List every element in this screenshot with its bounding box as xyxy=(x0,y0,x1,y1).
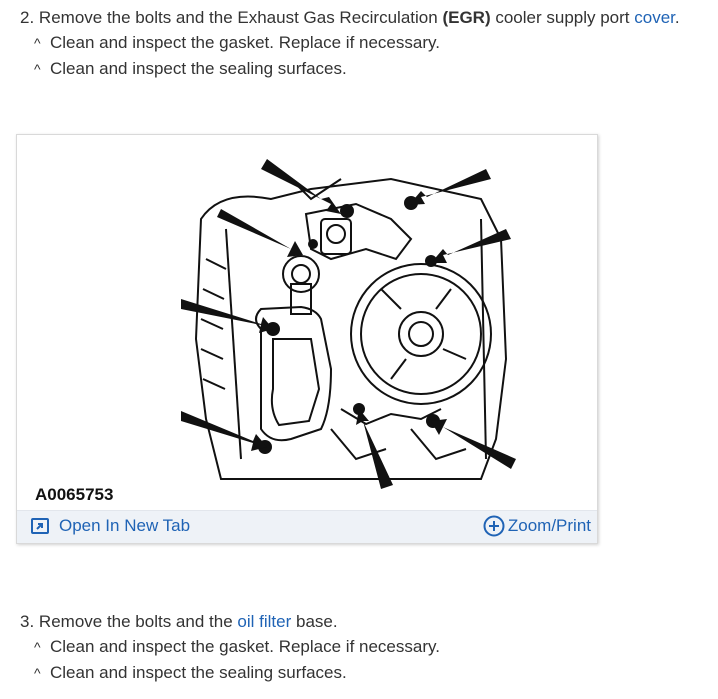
bullet-item: ^ Clean and inspect the gasket. Replace … xyxy=(34,634,440,660)
step-3-text-b: base. xyxy=(295,612,338,631)
figure-toolbar: Open In New Tab Zoom/Print xyxy=(17,510,597,543)
bullet-text: Clean and inspect the gasket. Replace if… xyxy=(50,637,440,656)
step-2-text-b: cooler supply port xyxy=(495,8,630,27)
oil-filter-link[interactable]: oil filter xyxy=(237,612,292,631)
open-in-new-tab-link[interactable]: Open In New Tab xyxy=(31,516,190,536)
figure-id: A0065753 xyxy=(35,485,114,504)
caret-icon: ^ xyxy=(34,665,41,681)
zoom-print-link[interactable]: Zoom/Print xyxy=(483,515,591,537)
caret-icon: ^ xyxy=(34,639,41,655)
step-3-title: 3. Remove the bolts and the oil filter b… xyxy=(20,610,440,634)
step-3-number: 3. xyxy=(20,612,35,631)
bullet-item: ^ Clean and inspect the sealing surfaces… xyxy=(34,56,680,82)
open-in-new-tab-label: Open In New Tab xyxy=(59,516,191,535)
bullet-text: Clean and inspect the gasket. Replace if… xyxy=(50,33,440,52)
cover-link[interactable]: cover xyxy=(634,8,675,27)
step-2-text: Remove the bolts and the Exhaust Gas Rec… xyxy=(38,8,438,27)
step-2-period: . xyxy=(674,8,680,27)
step-3: 3. Remove the bolts and the oil filter b… xyxy=(20,610,440,686)
plus-circle-icon xyxy=(483,515,505,537)
step-2-title: 2. Remove the bolts and the Exhaust Gas … xyxy=(20,6,680,30)
step-2-number: 2. xyxy=(20,8,35,27)
step-2: 2. Remove the bolts and the Exhaust Gas … xyxy=(20,6,680,82)
egr-cooler-diagram xyxy=(181,159,521,499)
bullet-item: ^ Clean and inspect the gasket. Replace … xyxy=(34,30,680,56)
caret-icon: ^ xyxy=(34,61,41,77)
bullet-text: Clean and inspect the sealing surfaces. xyxy=(50,663,347,682)
bullet-item: ^ Clean and inspect the sealing surfaces… xyxy=(34,660,440,686)
egr-abbreviation: (EGR) xyxy=(442,8,491,27)
step-3-text: Remove the bolts and the xyxy=(38,612,233,631)
figure-panel: A0065753 Open In New Tab Zoom/Print xyxy=(16,134,598,544)
bullet-text: Clean and inspect the sealing surfaces. xyxy=(50,59,347,78)
open-new-tab-icon xyxy=(31,518,49,534)
zoom-print-label: Zoom/Print xyxy=(507,516,591,535)
caret-icon: ^ xyxy=(34,35,41,51)
